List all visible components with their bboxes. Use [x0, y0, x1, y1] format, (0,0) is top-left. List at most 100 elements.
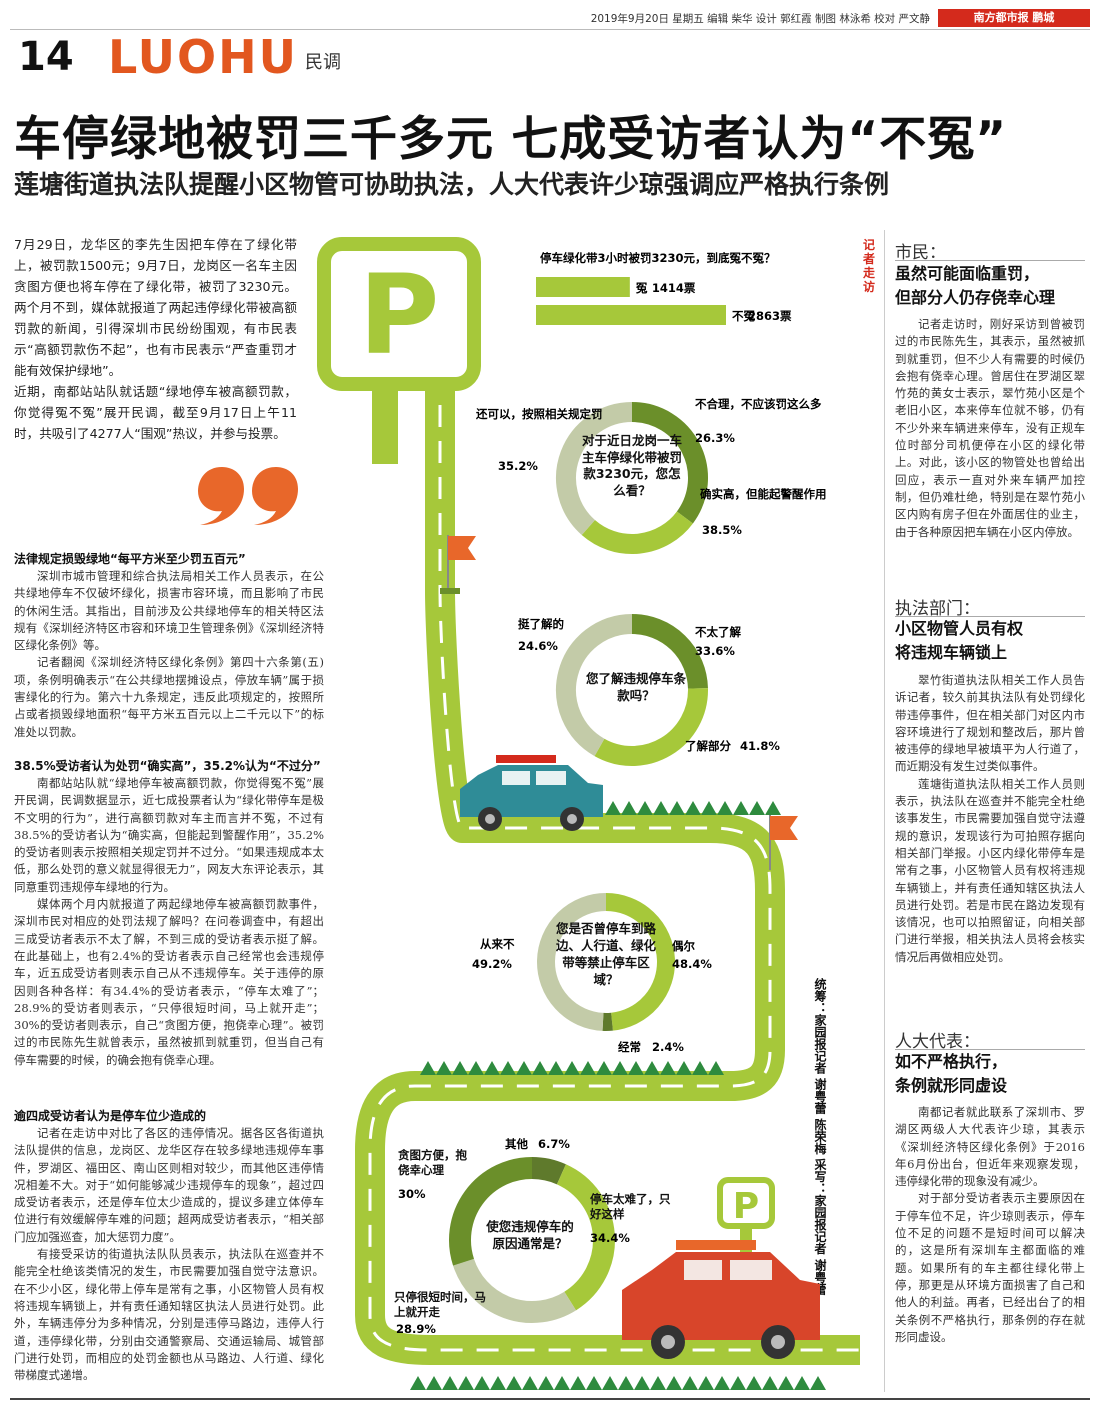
- headline: 车停绿地被罚三千多元 七成受访者认为“不冤”: [14, 112, 1008, 167]
- parking-sign-icon: P: [317, 237, 481, 464]
- donut2-label-1: 不太了解: [695, 625, 741, 639]
- subtitle-line: 条例就形同虚设: [895, 1076, 1008, 1095]
- donut-chart-reasons: [449, 1157, 615, 1323]
- body-paragraph: 记者走访时，刚好采访到曾被罚过的市民陈先生，其表示，虽然被抓到就重罚，但不少人有…: [895, 317, 1085, 539]
- lead-text: 7月29日，龙华区的李先生因把车停在了绿化带上，被罚款1500元；9月7日，龙岗…: [14, 234, 297, 444]
- divider: [895, 616, 1085, 617]
- parking-letter: P: [733, 1186, 759, 1227]
- bar-value-2863: 2863票: [748, 309, 792, 323]
- section-heading: 38.5%受访者认为处罚“确实高”，35.2%认为“不过分”: [14, 759, 321, 773]
- donut-slice: [581, 511, 693, 554]
- body-paragraph: 南都站站队就“绿地停车被高额罚款，你觉得冤不冤”展开民调，民调数据显示，近七成投…: [14, 776, 324, 894]
- right-section-label: 执法部门：: [895, 599, 980, 619]
- donut4-value-1: 34.4%: [590, 1231, 630, 1245]
- donut4-label-0: 其他: [505, 1137, 528, 1151]
- vertical-label: 记者走访: [862, 238, 875, 294]
- column-name: 民调: [305, 52, 341, 73]
- bar-value-1414: 1414票: [652, 281, 696, 295]
- grass: [410, 1376, 826, 1390]
- donut1-label-0: 还可以，按照相关规定罚: [475, 407, 603, 421]
- right-section-body: 南都记者就此联系了深圳市、罗湖区两级人大代表许少琼，其表示《深圳经济特区绿化条例…: [895, 1104, 1085, 1346]
- page-topbar: 2019年9月20日 星期五 编辑 柴华 设计 郭红霞 制图 林泳希 校对 严文…: [10, 8, 1090, 30]
- donut-slice: [631, 614, 708, 689]
- donut-slice: [631, 402, 708, 524]
- bar-label-1414: 冤: [636, 281, 648, 295]
- divider: [895, 260, 1085, 261]
- car-icon: [460, 755, 603, 831]
- donut-slice: [556, 1164, 615, 1311]
- donut-slice: [449, 1157, 533, 1266]
- donut-slice: [537, 893, 607, 1031]
- donut-slice: [531, 1157, 566, 1185]
- parking-sign-icon: P: [717, 1177, 775, 1260]
- body-paragraph: 记者在走访中对比了各区的违停情况。据各区各街道执法队提供的信息，龙岗区、龙华区存…: [14, 1126, 324, 1244]
- body-paragraph: 南都记者就此联系了深圳市、罗湖区两级人大代表许少琼，其表示《深圳经济特区绿化条例…: [895, 1105, 1085, 1189]
- donut3-title: 您是否曾停车到路边、人行道、绿化带等禁止停车区域？: [556, 921, 656, 987]
- donut4-value-0: 6.7%: [538, 1137, 570, 1151]
- donut2-value-2: 41.8%: [740, 739, 780, 753]
- bar-chart-title: 停车绿化带3小时被罚3230元，到底冤不冤？: [540, 251, 776, 265]
- car-icon: [622, 1240, 820, 1359]
- page-number: 14: [18, 34, 74, 80]
- donut1-value-2: 38.5%: [702, 523, 742, 537]
- donut-chart-awareness: [556, 614, 708, 766]
- body-paragraph: 莲塘街道执法队相关工作人员则表示，执法队在巡查并不能完全杜绝该事发生，市民需要加…: [895, 776, 1085, 964]
- donut4-label-3: 贪图方便，抱侥幸心理: [398, 1148, 467, 1177]
- credits: 统筹：家园报记者 谢粤蕾 陈荣梅 采写：家园报记者 谢粤蕾: [813, 978, 827, 1295]
- body-paragraph: 对于部分受访者表示主要原因在于停车位不足，许少琼则表示，停车位不足的问题不是短时…: [895, 1191, 1085, 1344]
- donut3-label-1: 经常: [618, 1040, 641, 1054]
- donut4-value-2: 28.9%: [396, 1322, 436, 1336]
- flag-icon: [440, 535, 476, 594]
- donut4-title: 使您违规停车的原因通常是？: [486, 1219, 574, 1251]
- subtitle-line: 小区物管人员有权: [895, 619, 1024, 638]
- section-body: 记者在走访中对比了各区的违停情况。据各区各街道执法队提供的信息，龙岗区、龙华区存…: [14, 1125, 324, 1384]
- donut3-label-0: 偶尔: [672, 939, 695, 953]
- donut1-value-0: 35.2%: [498, 459, 538, 473]
- lead-paragraph: 近期，南都站站队就话题“绿地停车被高额罚款，你觉得冤不冤”展开民调，截至9月17…: [14, 384, 297, 441]
- donut1-title: 对于近日龙岗一车主车停绿化带被罚款3230元，您怎么看？: [582, 433, 682, 498]
- bar-1414: [536, 277, 630, 297]
- quote-icon: [198, 467, 298, 525]
- donut2-label-2: 了解部分: [685, 739, 731, 753]
- column-divider: [884, 230, 885, 1392]
- donut4-value-3: 30%: [398, 1187, 426, 1201]
- right-section-body: 记者走访时，刚好采访到曾被罚过的市民陈先生，其表示，虽然被抓到就重罚，但不少人有…: [895, 316, 1085, 541]
- section-name: LUOHU: [108, 30, 298, 84]
- infographic: P 停车绿化带3小时被罚3230元，到底冤不冤？ 冤 1414票 不冤 2863…: [317, 237, 860, 1390]
- subheadline: 莲塘街道执法队提醒小区物管可协助执法，人大代表许少琼强调应严格执行条例: [14, 170, 890, 199]
- bottom-rule: [10, 1398, 1090, 1400]
- donut-slice: [556, 402, 633, 536]
- right-section-subtitle: 如不严格执行， 条例就形同虚设: [895, 1050, 1090, 1098]
- subtitle-line: 虽然可能面临重罚，: [895, 264, 1040, 283]
- section-body: 深圳市城市管理和综合执法局相关工作人员表示，在公共绿地停车不仅破坏绿化，损害市容…: [14, 568, 324, 741]
- body-paragraph: 翠竹街道执法队相关工作人员告诉记者，较久前其执法队有处罚绿化带违停事件，但在相关…: [895, 673, 1085, 774]
- donut-slice: [556, 614, 633, 757]
- donut3-value-1: 2.4%: [652, 1040, 684, 1054]
- section-heading: 逾四成受访者认为是停车位少造成的: [14, 1109, 207, 1123]
- page-meta: 2019年9月20日 星期五 编辑 柴华 设计 郭红霞 制图 林泳希 校对 严文…: [590, 13, 930, 25]
- subtitle-line: 如不严格执行，: [895, 1052, 1008, 1071]
- donut2-label-0: 挺了解的: [518, 617, 564, 631]
- flag-icon: [769, 815, 798, 870]
- body-paragraph: 深圳市城市管理和综合执法局相关工作人员表示，在公共绿地停车不仅破坏绿化，损害市容…: [14, 569, 324, 653]
- body-paragraph: 媒体两个月内就报道了两起绿地停车被高额罚款事件，深圳市民对相应的处罚法规了解吗？…: [14, 897, 324, 1067]
- donut4-label-2: 只停很短时间，马上就开走: [394, 1290, 486, 1319]
- donut-chart-frequency: [537, 893, 675, 1031]
- donut1-label-2: 确实高，但能起警醒作用: [700, 487, 827, 501]
- donut2-title: 您了解违规停车条款吗？: [586, 671, 686, 703]
- subtitle-line: 将违规车辆锁上: [895, 643, 1008, 662]
- subtitle-line: 但部分人仍存侥幸心理: [895, 288, 1056, 307]
- donut3-value-2: 49.2%: [472, 957, 512, 971]
- donut3-value-0: 48.4%: [672, 957, 712, 971]
- masthead-logo: 南方都市报 鹏城: [938, 9, 1090, 27]
- donut-slice: [453, 1258, 577, 1323]
- grass: [605, 801, 781, 815]
- right-section-subtitle: 小区物管人员有权 将违规车辆锁上: [895, 617, 1090, 665]
- divider: [895, 1049, 1085, 1050]
- donut-slice: [594, 688, 708, 766]
- donut3-label-2: 从来不: [480, 937, 515, 951]
- section-body: 南都站站队就“绿地停车被高额罚款，你觉得冤不冤”展开民调，民调数据显示，近七成投…: [14, 775, 324, 1069]
- lead-paragraph: 7月29日，龙华区的李先生因把车停在了绿化带上，被罚款1500元；9月7日，龙岗…: [14, 237, 297, 378]
- bar-2863: [536, 305, 726, 325]
- body-paragraph: 记者翻阅《深圳经济特区绿化条例》第四十六条第(五)项，条例明确表示“在公共绿地摆…: [14, 655, 324, 739]
